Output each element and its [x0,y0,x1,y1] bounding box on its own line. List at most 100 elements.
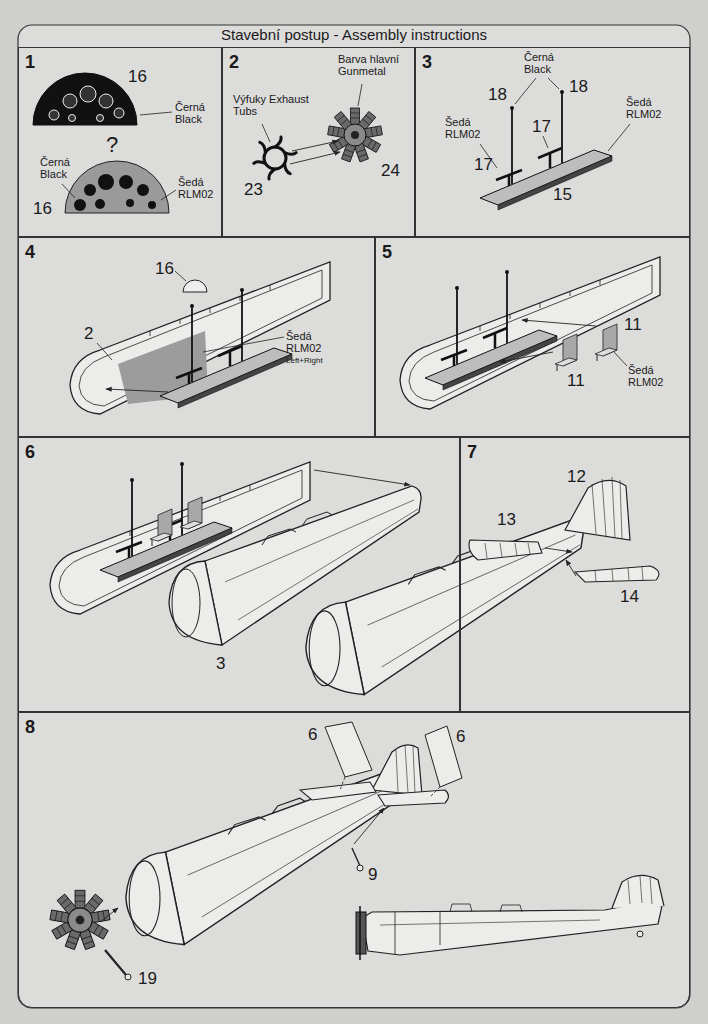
colour-note: Šedá RLM02 [626,96,674,120]
callout-number: 14 [620,588,639,607]
instrument-panel-grey [98,174,114,190]
colour-note: Šedá RLM02 [178,176,226,200]
step-number: 1 [19,48,35,71]
assembly-arrow [292,141,338,151]
tailplane [595,567,643,581]
callout-number: 18 [569,78,588,97]
callout-number: 15 [553,186,572,205]
assembly-arrow [100,908,118,922]
leader-line [515,78,536,104]
tailplane [300,782,449,806]
tail-wheel [352,848,360,866]
tailplane [469,540,659,582]
assembly-arrow [545,548,576,576]
step-number: 3 [416,48,432,71]
exhaust-ring [264,147,286,169]
assembly-arrow [314,470,410,485]
assembly-arrow [500,320,596,362]
step-number: 4 [19,238,35,261]
callout-number: 17 [474,156,493,175]
step-number: 8 [19,713,35,736]
strut-part [325,722,462,797]
colour-note: Černá Black [40,156,82,180]
side-view [637,931,643,937]
step-panel: 6 [18,437,460,712]
assembly-arrow [106,389,168,392]
callout-number: 19 [138,970,157,989]
instrument-panel-black [114,108,124,118]
callout-number: ? [106,133,118,157]
instrument-panel-grey [65,161,169,213]
strut-part [325,722,372,777]
step-number: 5 [376,238,392,261]
propeller-pin [125,974,131,980]
instrument-panel-black [97,115,104,122]
leader-line [262,124,270,142]
side-view [356,912,366,954]
callout-number: 17 [532,118,551,137]
exhaust-ring [275,137,281,147]
strut-part [340,777,440,797]
instrument-panel-grey [65,161,169,213]
tail-fin [565,477,630,540]
instrument-panel-grey [126,199,134,207]
instrument-panel-grey [119,175,133,189]
instrument-panel-black [33,73,137,125]
step-number: 7 [461,438,477,461]
callout-number: 16 [128,68,147,87]
step-number: 2 [223,48,239,71]
side-view [356,875,664,960]
exhaust-ring [254,137,296,179]
assembly-arrow [566,560,576,576]
assembly-arrow [522,320,596,326]
callout-number: 6 [308,726,317,745]
callout-number: 3 [216,655,225,674]
instrument-panel-grey [84,184,96,196]
instrument-panel-black [80,86,96,102]
step-panel: 3 [415,47,690,237]
exhaust-ring [285,148,297,158]
callout-number: 6 [456,728,465,747]
instrument-panel-black [99,94,113,108]
sheet-title: Stavební postup - Assembly instructions [18,27,690,44]
side-view [359,906,361,960]
exhaust-ring [269,169,275,179]
exhaust-ring [257,142,269,152]
propeller-pin [105,950,131,980]
tail-fin [372,745,422,795]
callout-number: 9 [368,866,377,885]
colour-note: Černá Black [524,51,564,75]
side-view [380,920,600,925]
colour-note: Černá Black [175,101,217,125]
tailplane [485,543,530,558]
assembly-arrow [290,141,340,164]
leader-line [97,271,284,360]
instrument-panel-black [49,110,59,120]
seat [595,324,617,361]
tail-fin [592,477,622,539]
exhaust-ring [281,164,293,174]
cockpit-floor [425,270,557,390]
colour-note: Šedá RLM02 [628,364,676,388]
callout-number: 11 [567,372,585,391]
leader-line [175,271,186,281]
side-view [628,876,652,904]
leader-line [358,84,362,106]
tail-wheel [354,808,384,844]
instrument-panel [183,280,207,292]
radial-engine [328,108,383,162]
instrument-panel-grey [137,184,149,196]
fuselage [306,520,583,695]
radial-engine [50,890,110,949]
instrument-panel-grey [148,201,156,209]
tailplane [469,540,542,560]
tail-fin [396,745,415,794]
callout-number: 2 [84,325,93,344]
assembly-arrow [545,548,572,552]
instrument-panel-grey [74,199,86,211]
seat [555,334,577,371]
tailplane [575,566,659,582]
callout-number: 24 [381,162,400,181]
assembly-arrow [100,908,118,922]
seat [180,497,202,534]
